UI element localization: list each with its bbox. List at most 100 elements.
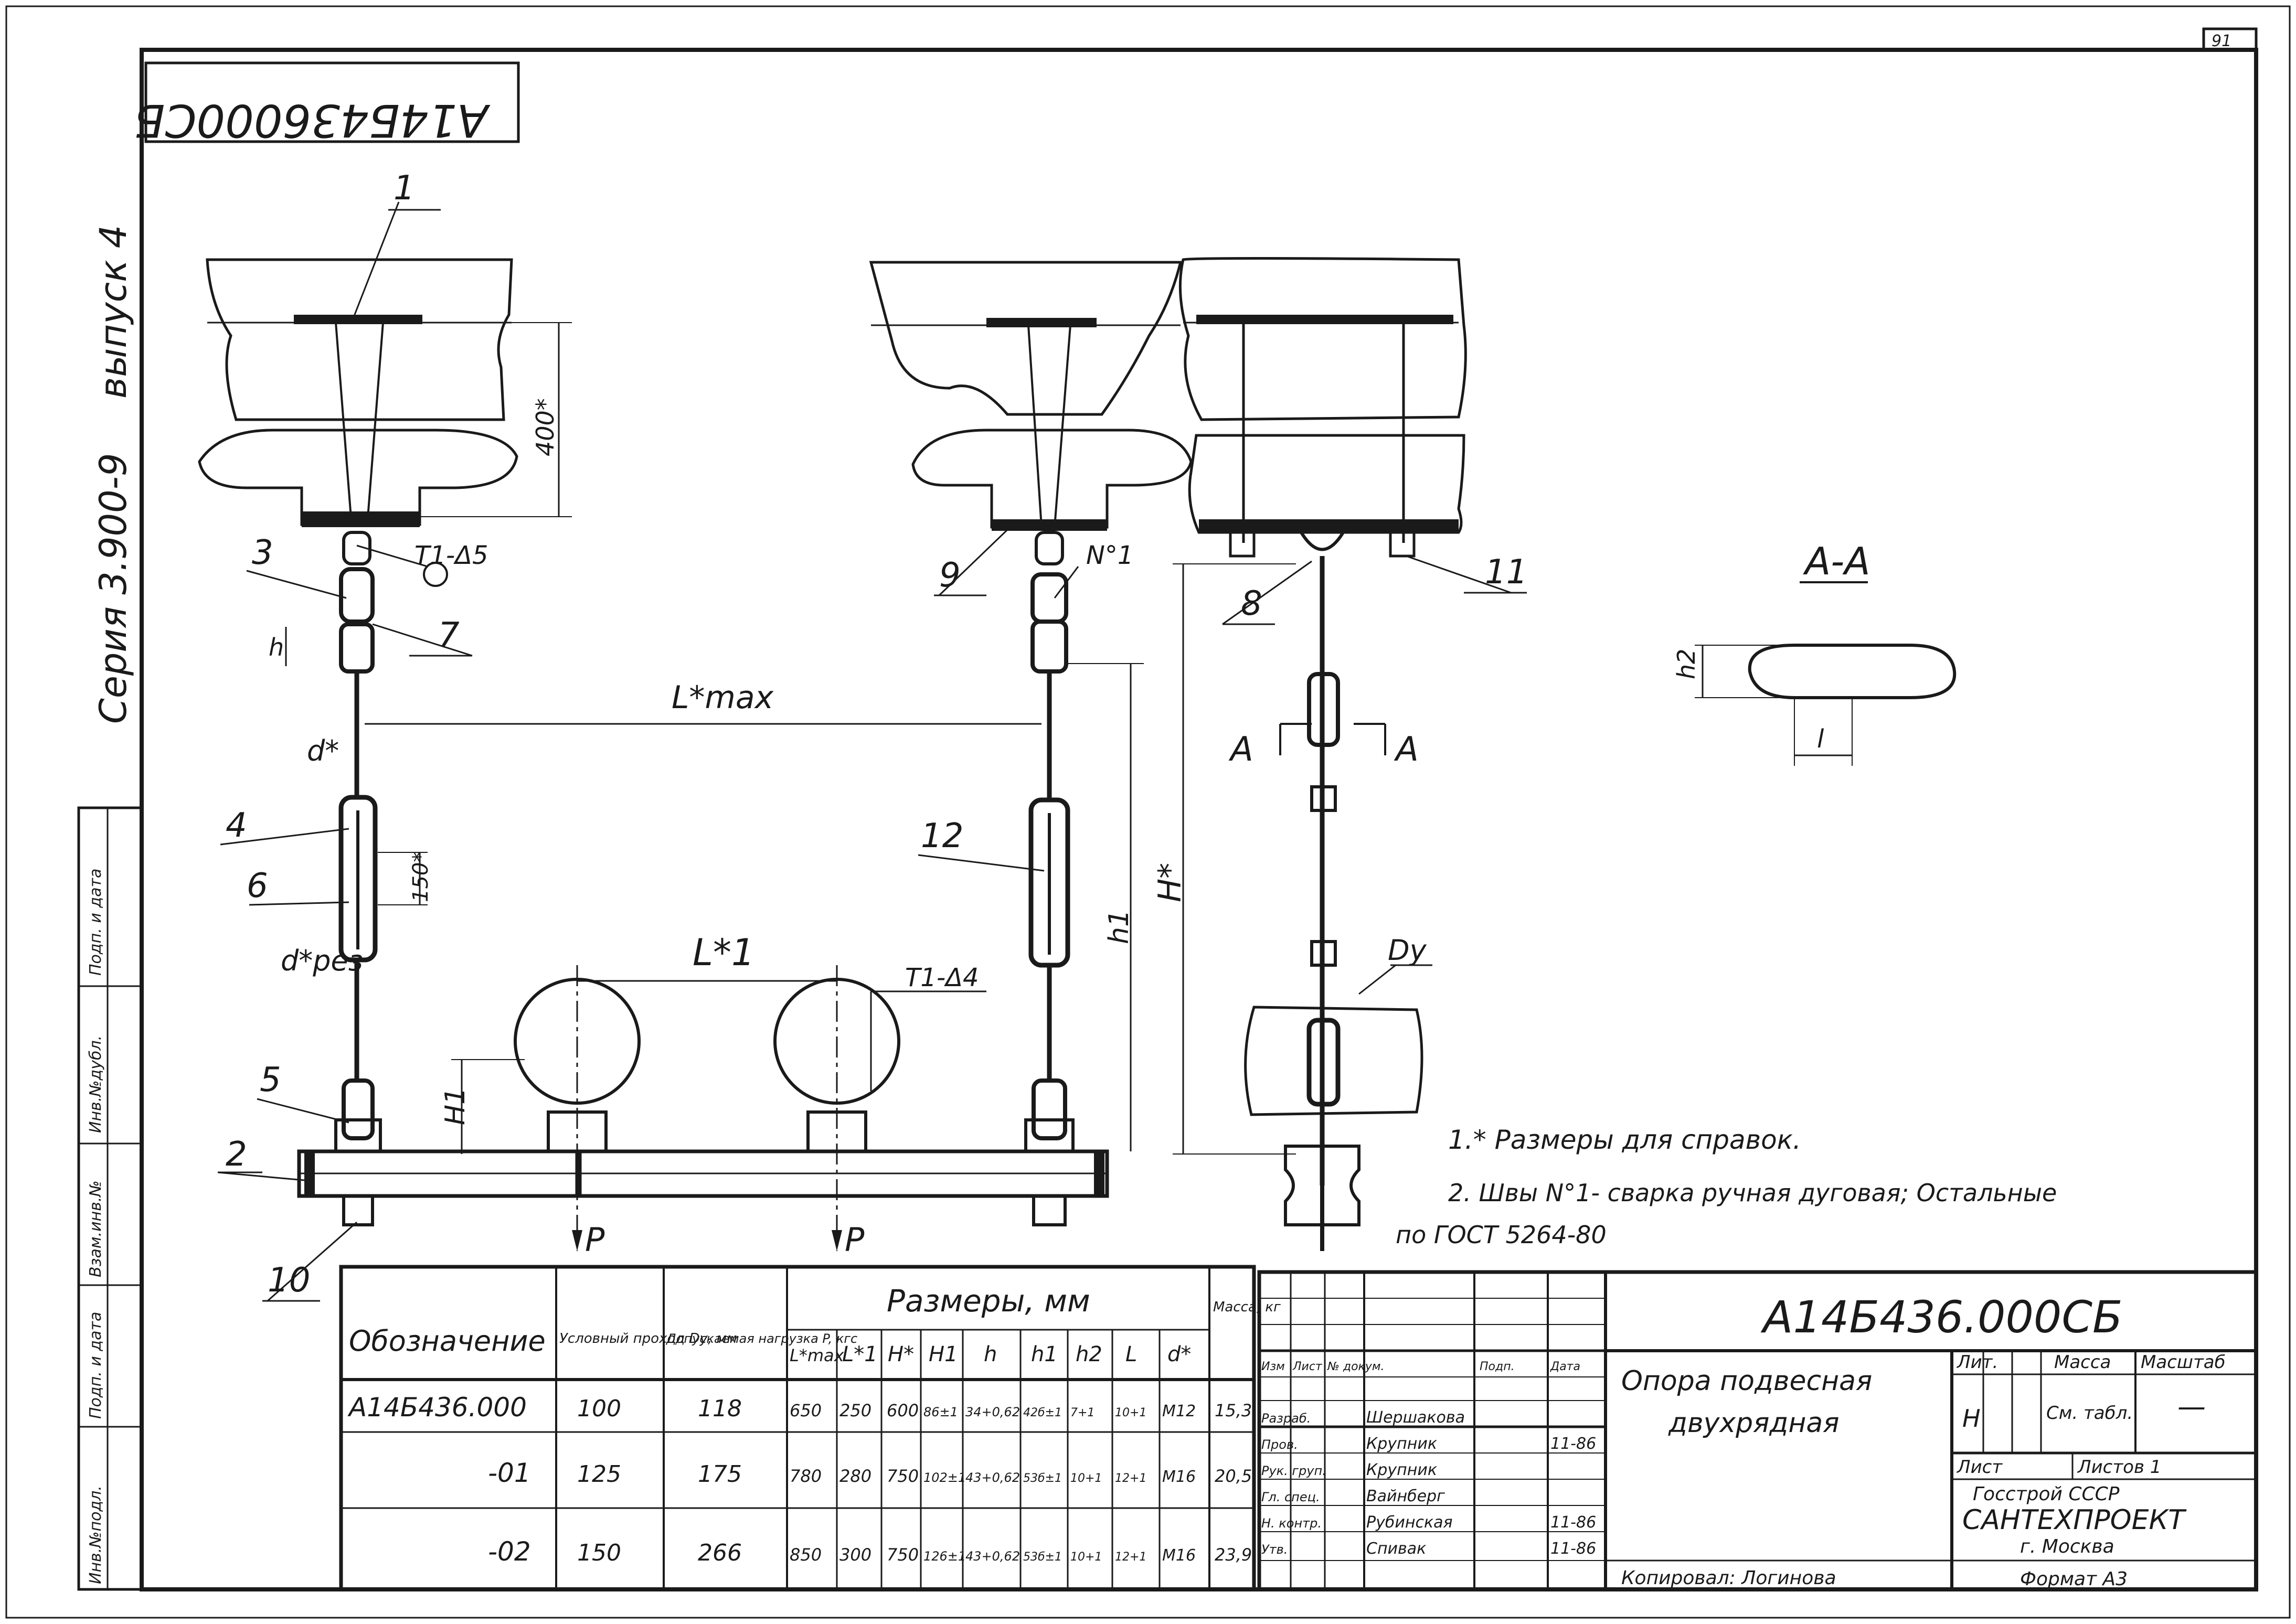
inner-frame (140, 48, 2258, 1591)
table-cell: 175 (698, 1461, 742, 1488)
signature-cell: Крупник (1366, 1461, 1437, 1479)
callout-8: 8 (1241, 584, 1262, 623)
table-cell: 280 (839, 1466, 871, 1486)
table-cell: 650 (790, 1401, 822, 1420)
notes: 1.* Размеры для справок. 2. Швы N°1- сва… (1396, 1125, 2057, 1249)
table-cell: 42б±1 (1023, 1406, 1062, 1419)
th-h: h (984, 1342, 997, 1366)
strip-label-4: Инв.№подл. (87, 1486, 105, 1584)
table-cell: 53б±1 (1023, 1472, 1062, 1485)
section-mark-left: А (1228, 730, 1253, 769)
signature-cell: 11-86 (1550, 1435, 1596, 1453)
middle-support (869, 261, 1193, 1153)
tb-head-date: Дата (1550, 1360, 1580, 1373)
beam-side (1188, 434, 1465, 534)
table-cell: 750 (887, 1545, 919, 1565)
table-cell: 250 (839, 1401, 871, 1420)
tb-org-2: САНТЕХПРОЕКТ (1962, 1504, 2187, 1536)
callout-6: 6 (247, 867, 268, 905)
table-cell: 10+1 (1070, 1551, 1102, 1564)
table-cell: 100 (577, 1395, 621, 1422)
tb-head-sign: Подп. (1480, 1360, 1515, 1373)
slab-side (1178, 257, 1467, 421)
table-cell: 850 (790, 1545, 822, 1565)
left-strip: Подп. и дата Инв.№дубл. Взам.инв.№ Подп.… (77, 806, 143, 1591)
tb-scale-label: Масштаб (2141, 1352, 2226, 1373)
table-cell: 10+1 (1115, 1406, 1146, 1419)
weld-tag-2: Т1-Δ4 (905, 963, 979, 992)
tb-format: Формат А3 (2020, 1568, 2128, 1590)
spec-table: Обозначение Условный проход Dу, мм Допус… (339, 1265, 1281, 1591)
tb-org-1: Госстрой СССР (1973, 1483, 2120, 1505)
strip-label-1: Инв.№дубл. (87, 1035, 105, 1133)
issue-label: выпуск 4 (92, 225, 135, 399)
callout-2: 2 (226, 1135, 247, 1174)
signature-cell: Рук. груп. (1261, 1463, 1326, 1478)
dim-l: l (1817, 724, 1824, 754)
table-cell: 7+1 (1070, 1406, 1094, 1419)
sheet-number-box (2202, 27, 2258, 51)
th-mass: Масса, кг (1213, 1299, 1281, 1315)
section-aa: А-А h2 l (1672, 539, 1957, 766)
tb-title-1: Опора подвесная (1621, 1365, 1872, 1397)
table-cell: -02 (488, 1536, 531, 1567)
tb-org-3: г. Москва (2020, 1536, 2114, 1557)
signature-cell: Гл. спец. (1261, 1490, 1320, 1504)
outer-frame (5, 5, 2291, 1619)
signature-cell: Утв. (1261, 1542, 1288, 1557)
callout-10: 10 (268, 1261, 310, 1300)
dim-h1-left: H1 (440, 1087, 471, 1125)
section-mark-right: А (1394, 730, 1419, 769)
th-h2: h2 (1076, 1342, 1102, 1366)
callout-3: 3 (252, 533, 273, 572)
dim-400: 400* (531, 398, 559, 456)
table-cell: М16 (1162, 1546, 1196, 1565)
table-cell: 12+1 (1115, 1551, 1146, 1564)
table-cell: 600 (887, 1401, 919, 1420)
dim-h: h (269, 633, 284, 661)
table-cell: 15,3 (1215, 1401, 1252, 1420)
note-2: 2. Швы N°1- сварка ручная дуговая; Остал… (1448, 1179, 2057, 1207)
table-cell: 125 (577, 1461, 621, 1488)
table-cell: 86±1 (923, 1405, 958, 1419)
signature-cell: 11-86 (1550, 1540, 1596, 1558)
th-h1: H1 (929, 1342, 958, 1366)
signature-cell: Шершакова (1366, 1408, 1465, 1427)
strip-label-0: Подп. и дата (87, 869, 105, 976)
callout-12: 12 (921, 817, 963, 856)
th-l1: L*1 (842, 1342, 878, 1366)
dim-dy: Dу (1388, 934, 1427, 967)
th-d: d* (1167, 1342, 1191, 1366)
table-cell: 12+1 (1115, 1472, 1146, 1485)
tb-mass-value: См. табл. (2046, 1403, 2133, 1424)
tb-head-doc: № докум. (1327, 1360, 1384, 1373)
dim-h2: h2 (1672, 649, 1700, 679)
tb-head-izm: Изм (1261, 1360, 1285, 1373)
table-cell: 126±1 (923, 1549, 966, 1564)
table-cell: М16 (1162, 1468, 1196, 1486)
signature-cell: Разраб. (1261, 1411, 1311, 1426)
callout-5: 5 (260, 1061, 281, 1099)
dim-d: d* (307, 734, 339, 767)
left-support (198, 258, 518, 1153)
table-cell: 10+1 (1070, 1472, 1102, 1485)
tb-copied: Копировал: Логинова (1621, 1567, 1836, 1589)
traverse-assembly (297, 965, 1109, 1251)
th-load: Допускаемая нагрузка P, кгс (666, 1331, 857, 1346)
table-cell: 23,9 (1215, 1545, 1252, 1565)
table-cell: 43+0,62 (965, 1470, 1020, 1485)
table-cell: 43+0,62 (965, 1549, 1020, 1564)
weld-tag-1: Т1-Δ5 (414, 541, 488, 570)
sheet-number: 91 (2212, 32, 2231, 50)
table-cell: М12 (1162, 1402, 1196, 1420)
beam-middle (911, 429, 1193, 529)
signature-cell: Спивак (1366, 1540, 1426, 1558)
table-cell: 150 (577, 1540, 621, 1566)
signature-cell: Н. контр. (1261, 1516, 1322, 1531)
table-cell: 20,5 (1215, 1466, 1252, 1486)
side-view (1178, 257, 1467, 1251)
th-h-star: H* (888, 1342, 914, 1366)
table-cell: 102±1 (923, 1470, 966, 1485)
